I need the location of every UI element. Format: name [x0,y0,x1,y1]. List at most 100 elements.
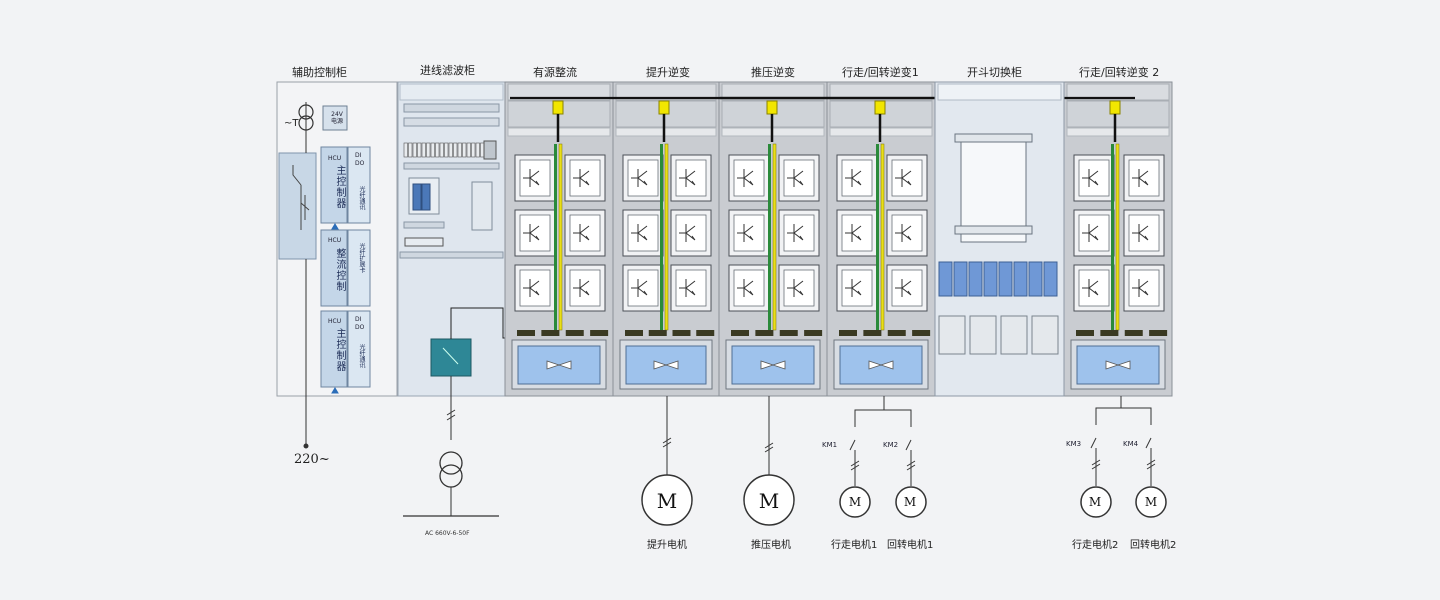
cab-hoist-block-1 [648,330,667,336]
filter-terminal-7 [435,142,440,158]
motor-crowd-name: 推压电机 [751,540,791,551]
cab-swing2-top [1066,83,1170,101]
swing1-switch-1 [905,439,912,451]
motor-crowd-symbol: M [758,489,780,513]
cab-hoist-green-bar [660,144,663,330]
cab-swing2-block-1 [1100,330,1119,336]
swing1-switch-0 [849,439,856,451]
swing2-ticks-0 [1091,459,1101,470]
cab-swing1-fuse [874,100,886,115]
motor-swing1-symbol: M [903,495,917,509]
switch-km2-label: KM2 [883,441,899,449]
switch-top-strip [937,83,1062,101]
title-crowd-inverter: 推压逆变 [751,66,795,79]
cab-swing1-igbt-inner-2-1 [891,269,923,307]
cab-rect-top [507,83,611,101]
module-arrow-1 [331,223,339,230]
module2-title: 整流控制 [334,248,345,292]
filter-terminal-10 [448,142,453,158]
filter-terminal-15 [471,142,476,158]
filter-terminal-14 [466,142,471,158]
filter-terminal-17 [480,142,485,158]
switch-contactor-top [954,133,1033,143]
motor-travel1-name: 行走电机1 [831,540,878,551]
filter-terminal-9 [444,142,449,158]
cab-swing1-block-1 [863,330,882,336]
filter-rail-4 [403,221,445,229]
filter-teal-box [430,338,472,377]
motor-hoist-circle [641,474,693,526]
motor-swing2-name: 回转电机2 [1130,540,1177,551]
motor-swing2-symbol: M [1144,495,1158,509]
filter-device-blue-2 [421,183,431,211]
module2-main [320,229,348,307]
cab-hoist-block-0 [625,330,643,336]
swing1-ticks-1 [906,460,916,471]
swing2-motor-circle-1 [1135,486,1167,518]
module3-title: 主控制器 [334,328,345,372]
swing2-ticks-1 [1146,459,1156,470]
filter-terminal-0 [403,142,408,158]
filter-terminal-1 [408,142,413,158]
filter-device-blue-1 [412,183,422,211]
swing1-split [854,409,912,427]
motor-travel1-symbol: M [848,495,862,509]
module1-main [320,146,348,224]
cab-swing1-block-2 [887,330,906,336]
cab-swing2-block-0 [1076,330,1094,336]
cab-rect-igbt-inner-1-1 [569,214,601,252]
module3-head: HCU [328,318,342,325]
filter-terminal-6 [430,142,435,158]
filter-terminal-16 [475,142,480,158]
motor-crowd-circle [743,474,795,526]
aux-breaker-panel [278,152,317,260]
cab-hoist-block-3 [696,330,715,336]
switch-module-4 [998,261,1013,297]
switch-module-6 [1028,261,1043,297]
cab-swing1-fan-icon [868,360,894,370]
switch-panel-2 [1000,315,1028,355]
filter-rail-5 [399,251,504,259]
title-hoist-inverter: 提升逆变 [646,66,690,79]
cab-swing1-green-bar [876,144,879,330]
switch-km1-label: KM1 [822,441,838,449]
cab-rect-green-bar [554,144,557,330]
filter-terminal-2 [412,142,417,158]
filter-terminal-3 [417,142,422,158]
motor-hoist-name: 提升电机 [647,540,687,551]
title-rectifier: 有源整流 [533,66,577,79]
filter-capacitor [471,181,493,231]
module3-tag: DI DO [355,316,365,331]
swing2-switch-0 [1090,437,1097,449]
filter-transformer-coil-2 [439,464,463,488]
cab-swing2-block-2 [1124,330,1143,336]
aux-breaker-fuse [300,195,310,220]
cab-swing1-top [829,83,933,101]
module1-title: 主控制器 [334,165,345,209]
cab-crowd-block-3 [804,330,823,336]
cab-swing1-block-0 [839,330,857,336]
cab-crowd-igbt-inner-2-0 [733,269,765,307]
switch-panel-1 [969,315,997,355]
crowd-feed-ticks [764,442,774,453]
switch-module-2 [968,261,983,297]
cab-crowd-top [721,83,825,101]
dc-power-label: 24V 电源 [330,111,343,125]
filter-rail [403,103,500,113]
module3-side: 光纤通讯 [358,344,365,368]
cab-swing2-yellow-bar [1115,143,1120,331]
module1-side: 光纤通讯 [358,186,365,210]
swing2-split [1095,407,1152,425]
module2-side-box [347,229,371,307]
cab-rect-fan-icon [546,360,572,370]
cab-swing2-fuse [1109,100,1121,115]
filter-rail-2 [403,117,500,127]
module1-head: HCU [328,155,342,162]
filter-top-strip [399,83,504,101]
switch-panel-3 [1031,315,1059,355]
cab-swing2-rail [1066,127,1170,137]
supply-220-label: 220~ [294,452,330,467]
title-aux-cabinet: 辅助控制柜 [292,66,347,79]
